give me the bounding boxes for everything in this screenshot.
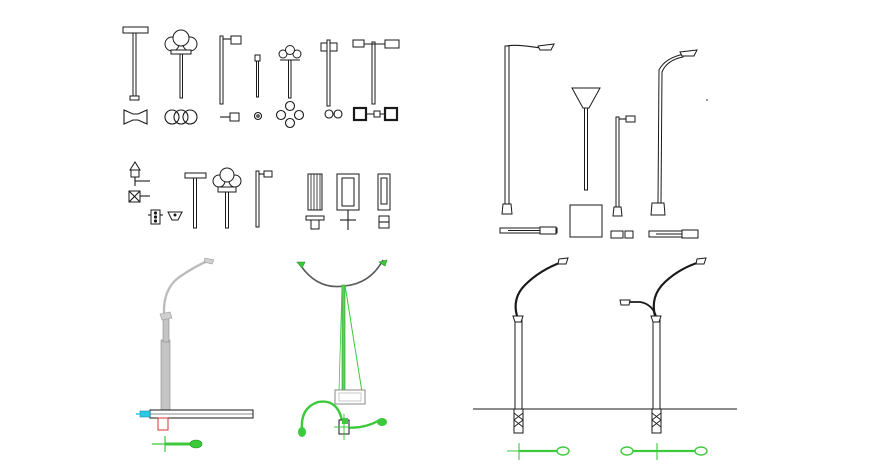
lamp-set-bottom-left: [136, 257, 388, 452]
street-light-cobra-elevation: [501, 43, 555, 215]
street-light-cobra-plan: [499, 226, 558, 235]
lamp-side-lantern-plan: [324, 109, 343, 119]
lamp-t-head-plan: [123, 109, 148, 125]
lamp-lantern-small-elevation: [254, 54, 261, 98]
lamp-set-middle-left: [128, 161, 391, 230]
bollard-hatched-elevation: [305, 173, 325, 230]
gray-pole-green-plan: [152, 436, 203, 452]
lamp-set-top-right: [499, 43, 708, 239]
lamp-double-bracket-elevation: [352, 39, 400, 105]
bollard-panel-elevation: [336, 173, 360, 230]
lamp-quad-globe-elevation: [278, 45, 302, 99]
lamp-lantern-small-plan: [253, 111, 263, 121]
street-light-cone-elevation: [571, 87, 601, 191]
lantern-bracket-symbol: [128, 161, 150, 203]
green-double-arm-pole-elevation: [296, 259, 388, 405]
lamp-triple-globe-small: [212, 167, 242, 229]
curved-pole-double-elevation: [619, 257, 707, 434]
lamp-set-bottom-right: [473, 257, 737, 460]
lamp-t-head-elevation: [122, 26, 149, 101]
lamp-flag-arm-small: [255, 170, 273, 228]
street-light-cone-plan: [569, 204, 603, 238]
street-light-short-arm-elevation: [612, 115, 636, 217]
street-light-tall-curve-plan: [648, 229, 699, 239]
lamp-flag-arm-plan: [220, 112, 240, 122]
green-double-arm-pole-plan: [298, 400, 387, 440]
street-light-tall-curve-elevation: [650, 49, 698, 216]
curved-pole-single-plan: [507, 443, 570, 460]
curved-pole-double-plan: [620, 443, 708, 460]
lamp-side-lantern-elevation: [320, 39, 338, 107]
lamp-set-top-left: [122, 26, 400, 129]
lamp-triple-globe-elevation: [164, 29, 198, 99]
lamp-quad-globe-plan: [275, 100, 305, 129]
curved-pole-single-elevation: [512, 257, 569, 434]
bollard-narrow-elevation: [377, 173, 391, 229]
traffic-signal-symbol: [148, 209, 183, 225]
lamp-flag-arm-elevation: [219, 35, 242, 105]
lamp-t-head-small: [184, 172, 207, 229]
lamp-triple-globe-plan: [164, 109, 198, 125]
street-light-short-arm-plan: [610, 230, 634, 239]
lamp-double-bracket-plan: [352, 106, 399, 122]
stray-point: [706, 99, 708, 101]
gray-curved-pole-elevation: [136, 257, 254, 431]
